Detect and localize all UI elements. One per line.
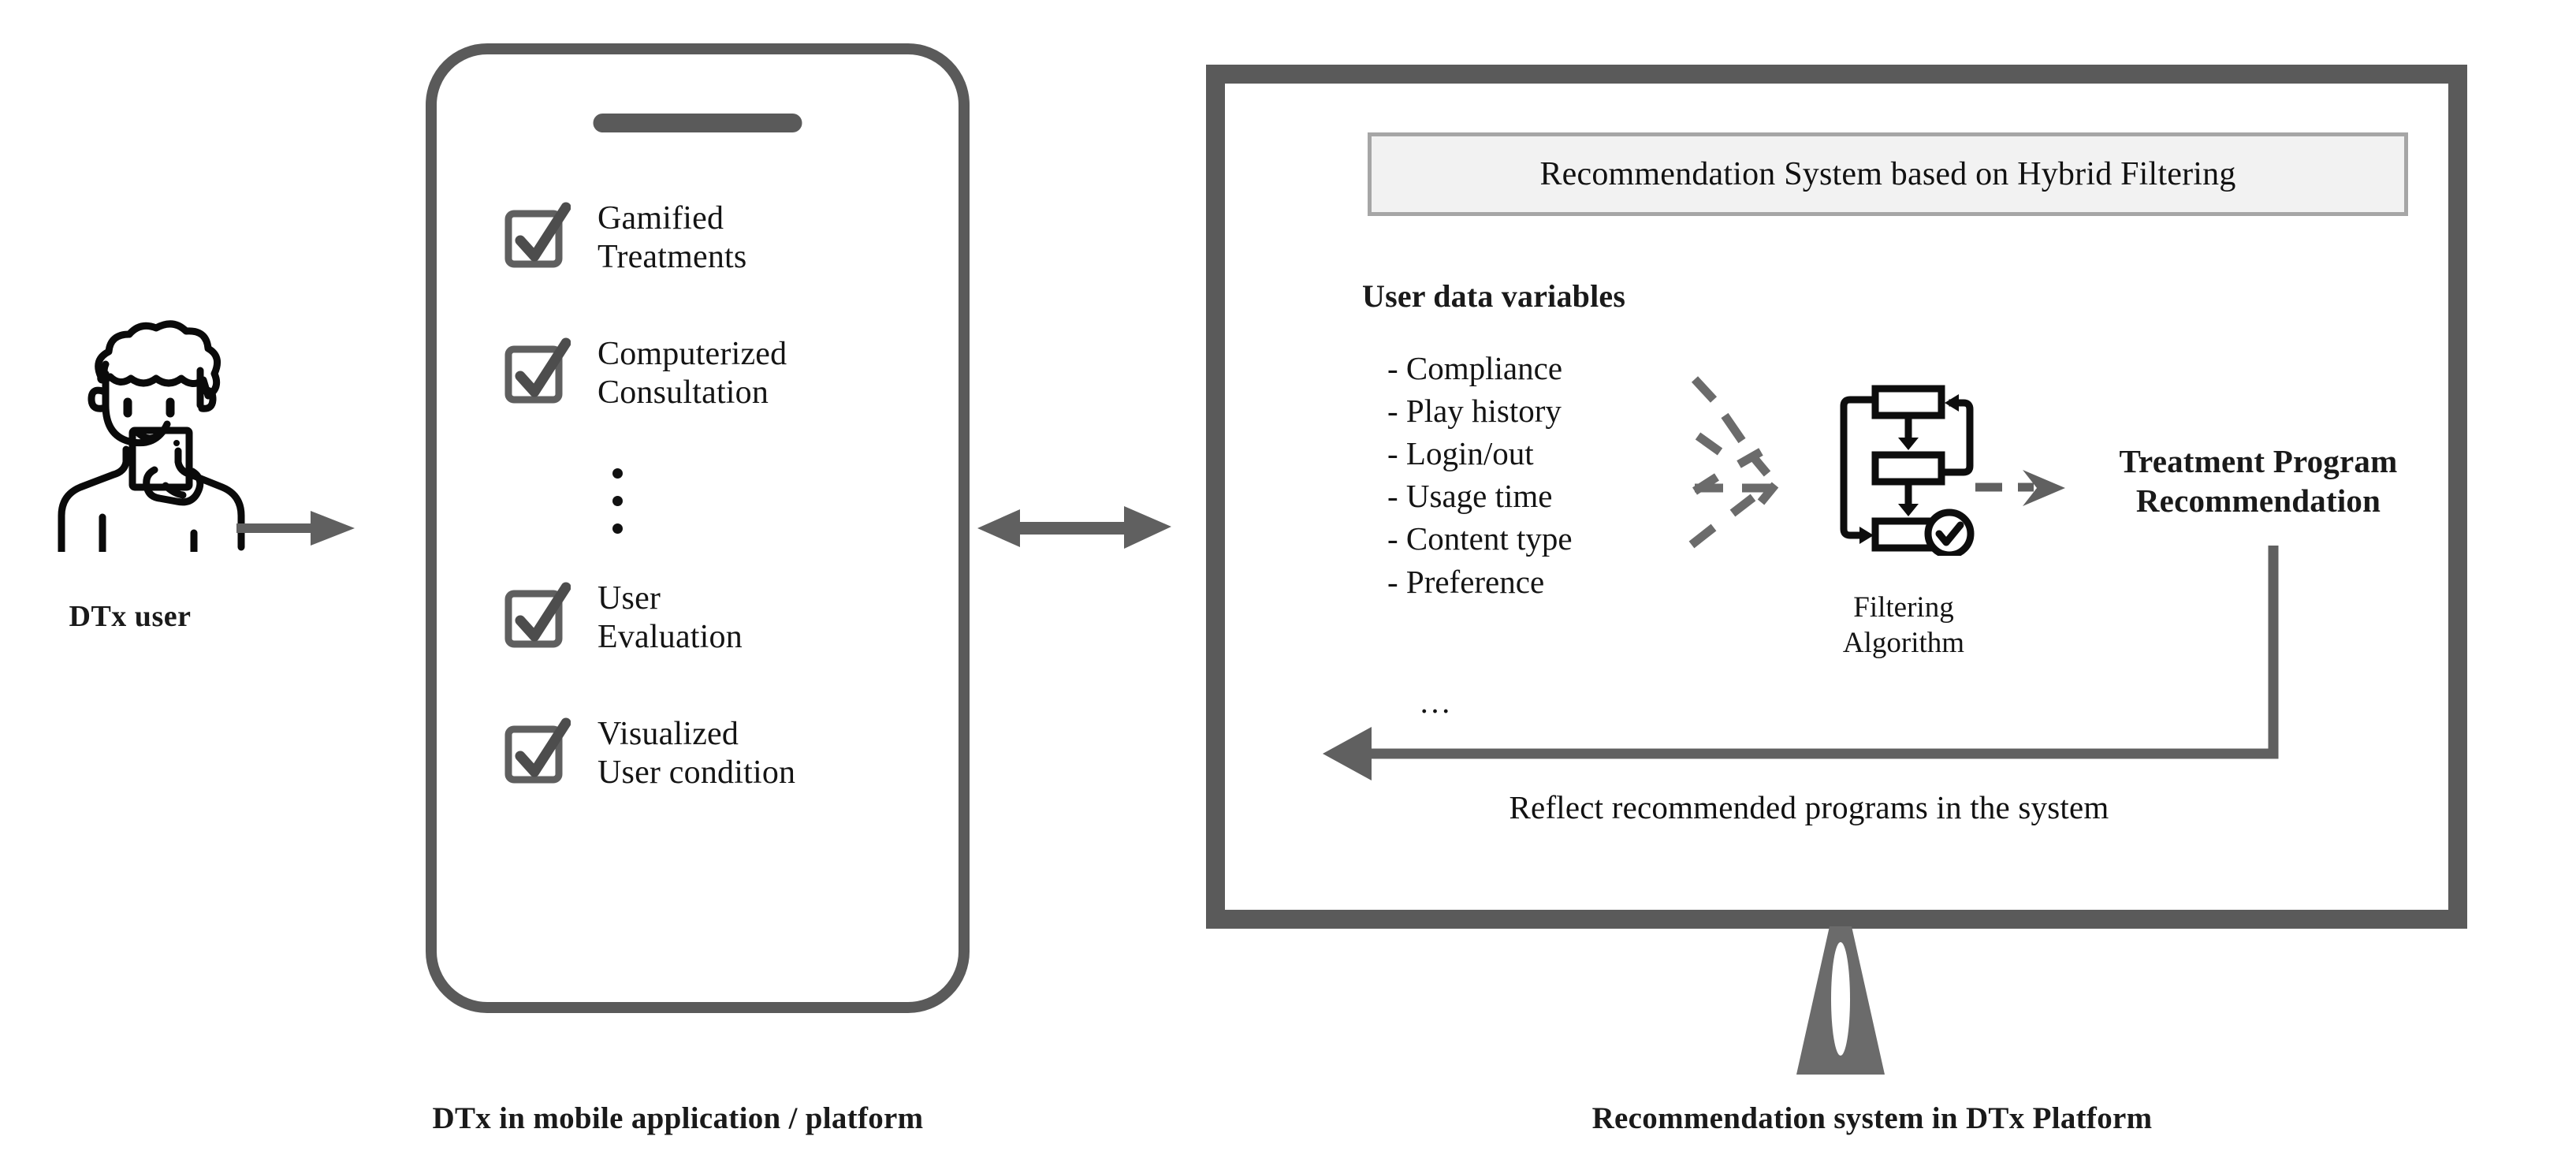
variable-item: - Play history [1387, 393, 1562, 430]
radial-burst-icon [1677, 359, 1827, 587]
variables-ellipsis: … [1419, 684, 1454, 720]
algorithm-label-line2: Algorithm [1842, 627, 1965, 660]
arrow-right-icon [236, 489, 426, 568]
dashed-arrow-right-icon [1961, 464, 2103, 527]
list-item-label: Computerized Consultation [597, 332, 787, 412]
checked-checkbox-icon [503, 201, 571, 269]
treatment-program-recommendation-label: Treatment Program Recommendation [2049, 441, 2467, 521]
vertical-ellipsis-icon [519, 468, 716, 534]
variable-item: - Content type [1387, 520, 1573, 557]
person-with-phone-icon [39, 315, 284, 552]
list-item-line1: Visualized [597, 715, 739, 752]
variable-item: - Compliance [1387, 350, 1563, 386]
user-data-variables-list: - Compliance - Play history - Login/out … [1387, 347, 1573, 603]
list-item[interactable]: User Evaluation [503, 576, 929, 657]
variable-item: - Preference [1387, 563, 1545, 600]
list-item-line1: Gamified [597, 200, 724, 237]
list-item-line2: Treatments [597, 239, 747, 276]
user-data-variables-title: User data variables [1362, 278, 1626, 314]
flowchart-process-icon [1825, 382, 1982, 556]
variable-item: - Login/out [1387, 435, 1534, 472]
list-item[interactable]: Computerized Consultation [503, 332, 929, 412]
arrow-left-right-icon [977, 489, 1214, 576]
phone-feature-list: Gamified Treatments Computerized Consult… [503, 196, 929, 792]
list-item-label: Gamified Treatments [597, 196, 746, 277]
list-item-line2: Evaluation [597, 618, 743, 655]
filtering-algorithm-label: Filtering Algorithm [1813, 590, 1994, 661]
checked-checkbox-icon [503, 581, 571, 649]
user-caption: DTx user [69, 600, 192, 633]
list-item-label: User Evaluation [597, 576, 743, 657]
list-item-line2: Consultation [597, 374, 769, 412]
phone-caption: DTx in mobile application / platform [432, 1101, 924, 1135]
checked-checkbox-icon [503, 337, 571, 404]
list-item-line2: User condition [597, 754, 796, 791]
phone-speaker-icon [593, 114, 802, 132]
list-item-label: Visualized User condition [597, 712, 795, 792]
feedback-loop-arrow-icon [1308, 520, 2310, 788]
monitor-caption: Recommendation system in DTx Platform [1591, 1101, 2153, 1135]
list-item[interactable]: Gamified Treatments [503, 196, 929, 277]
algorithm-label-line1: Filtering [1853, 591, 1954, 624]
list-item-line1: Computerized [597, 336, 787, 373]
feedback-loop-label: Reflect recommended programs in the syst… [1509, 789, 2109, 825]
output-line2: Recommendation [2135, 482, 2381, 520]
variable-item: - Usage time [1387, 478, 1553, 515]
list-item[interactable]: Visualized User condition [503, 712, 929, 792]
output-line1: Treatment Program [2119, 443, 2398, 479]
phone-frame: Gamified Treatments Computerized Consult… [426, 43, 970, 1013]
recommendation-system-banner: Recommendation System based on Hybrid Fi… [1368, 132, 2408, 216]
list-item-line1: User [597, 579, 661, 617]
monitor-stand-icon [1785, 926, 1896, 1080]
banner-label: Recommendation System based on Hybrid Fi… [1539, 156, 2236, 192]
checked-checkbox-icon [503, 717, 571, 784]
